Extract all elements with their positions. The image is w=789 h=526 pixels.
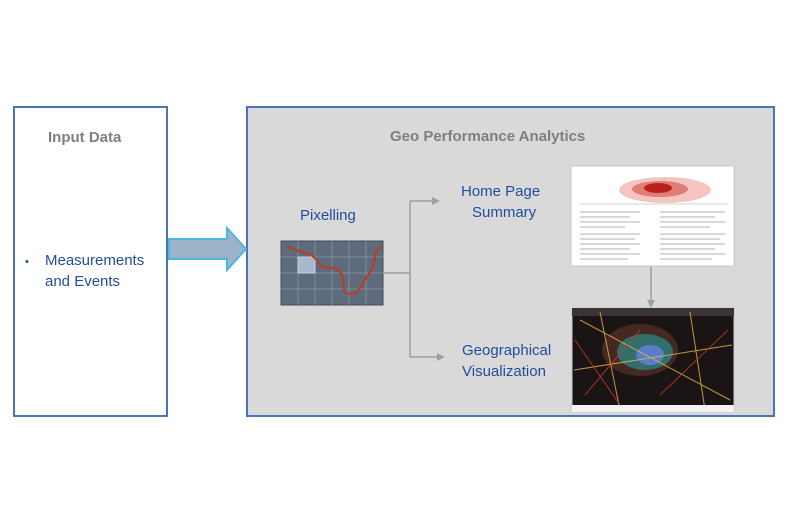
arrowhead-home — [432, 197, 440, 205]
geographical-visualization-thumbnail — [571, 307, 735, 413]
pixelling-label: Pixelling — [300, 207, 356, 224]
arrowhead-down — [647, 300, 655, 308]
measurements-line: Measurements — [45, 252, 145, 269]
events-line: and Events — [45, 273, 121, 290]
home-page-line: Home Page — [461, 183, 541, 200]
summary-line: Summary — [472, 204, 537, 221]
arrowhead-geo — [437, 353, 445, 361]
input-data-panel — [13, 106, 168, 417]
input-data-title: Input Data — [48, 129, 122, 146]
visualization-line: Visualization — [462, 363, 546, 380]
geo-panel-title: Geo Performance Analytics — [390, 128, 586, 145]
bullet-dot: • — [25, 256, 29, 268]
geographical-visualization-label: Geographical Visualization — [462, 340, 551, 382]
geographical-line: Geographical — [462, 342, 552, 359]
home-page-summary-label: Home Page Summary — [461, 181, 540, 223]
pixelling-grid-illustration — [280, 240, 384, 306]
measurements-events-label: Measurements and Events — [45, 250, 144, 292]
input-to-analytics-arrow — [168, 225, 248, 273]
home-page-summary-thumbnail — [570, 165, 735, 267]
connector-lines — [384, 200, 652, 358]
